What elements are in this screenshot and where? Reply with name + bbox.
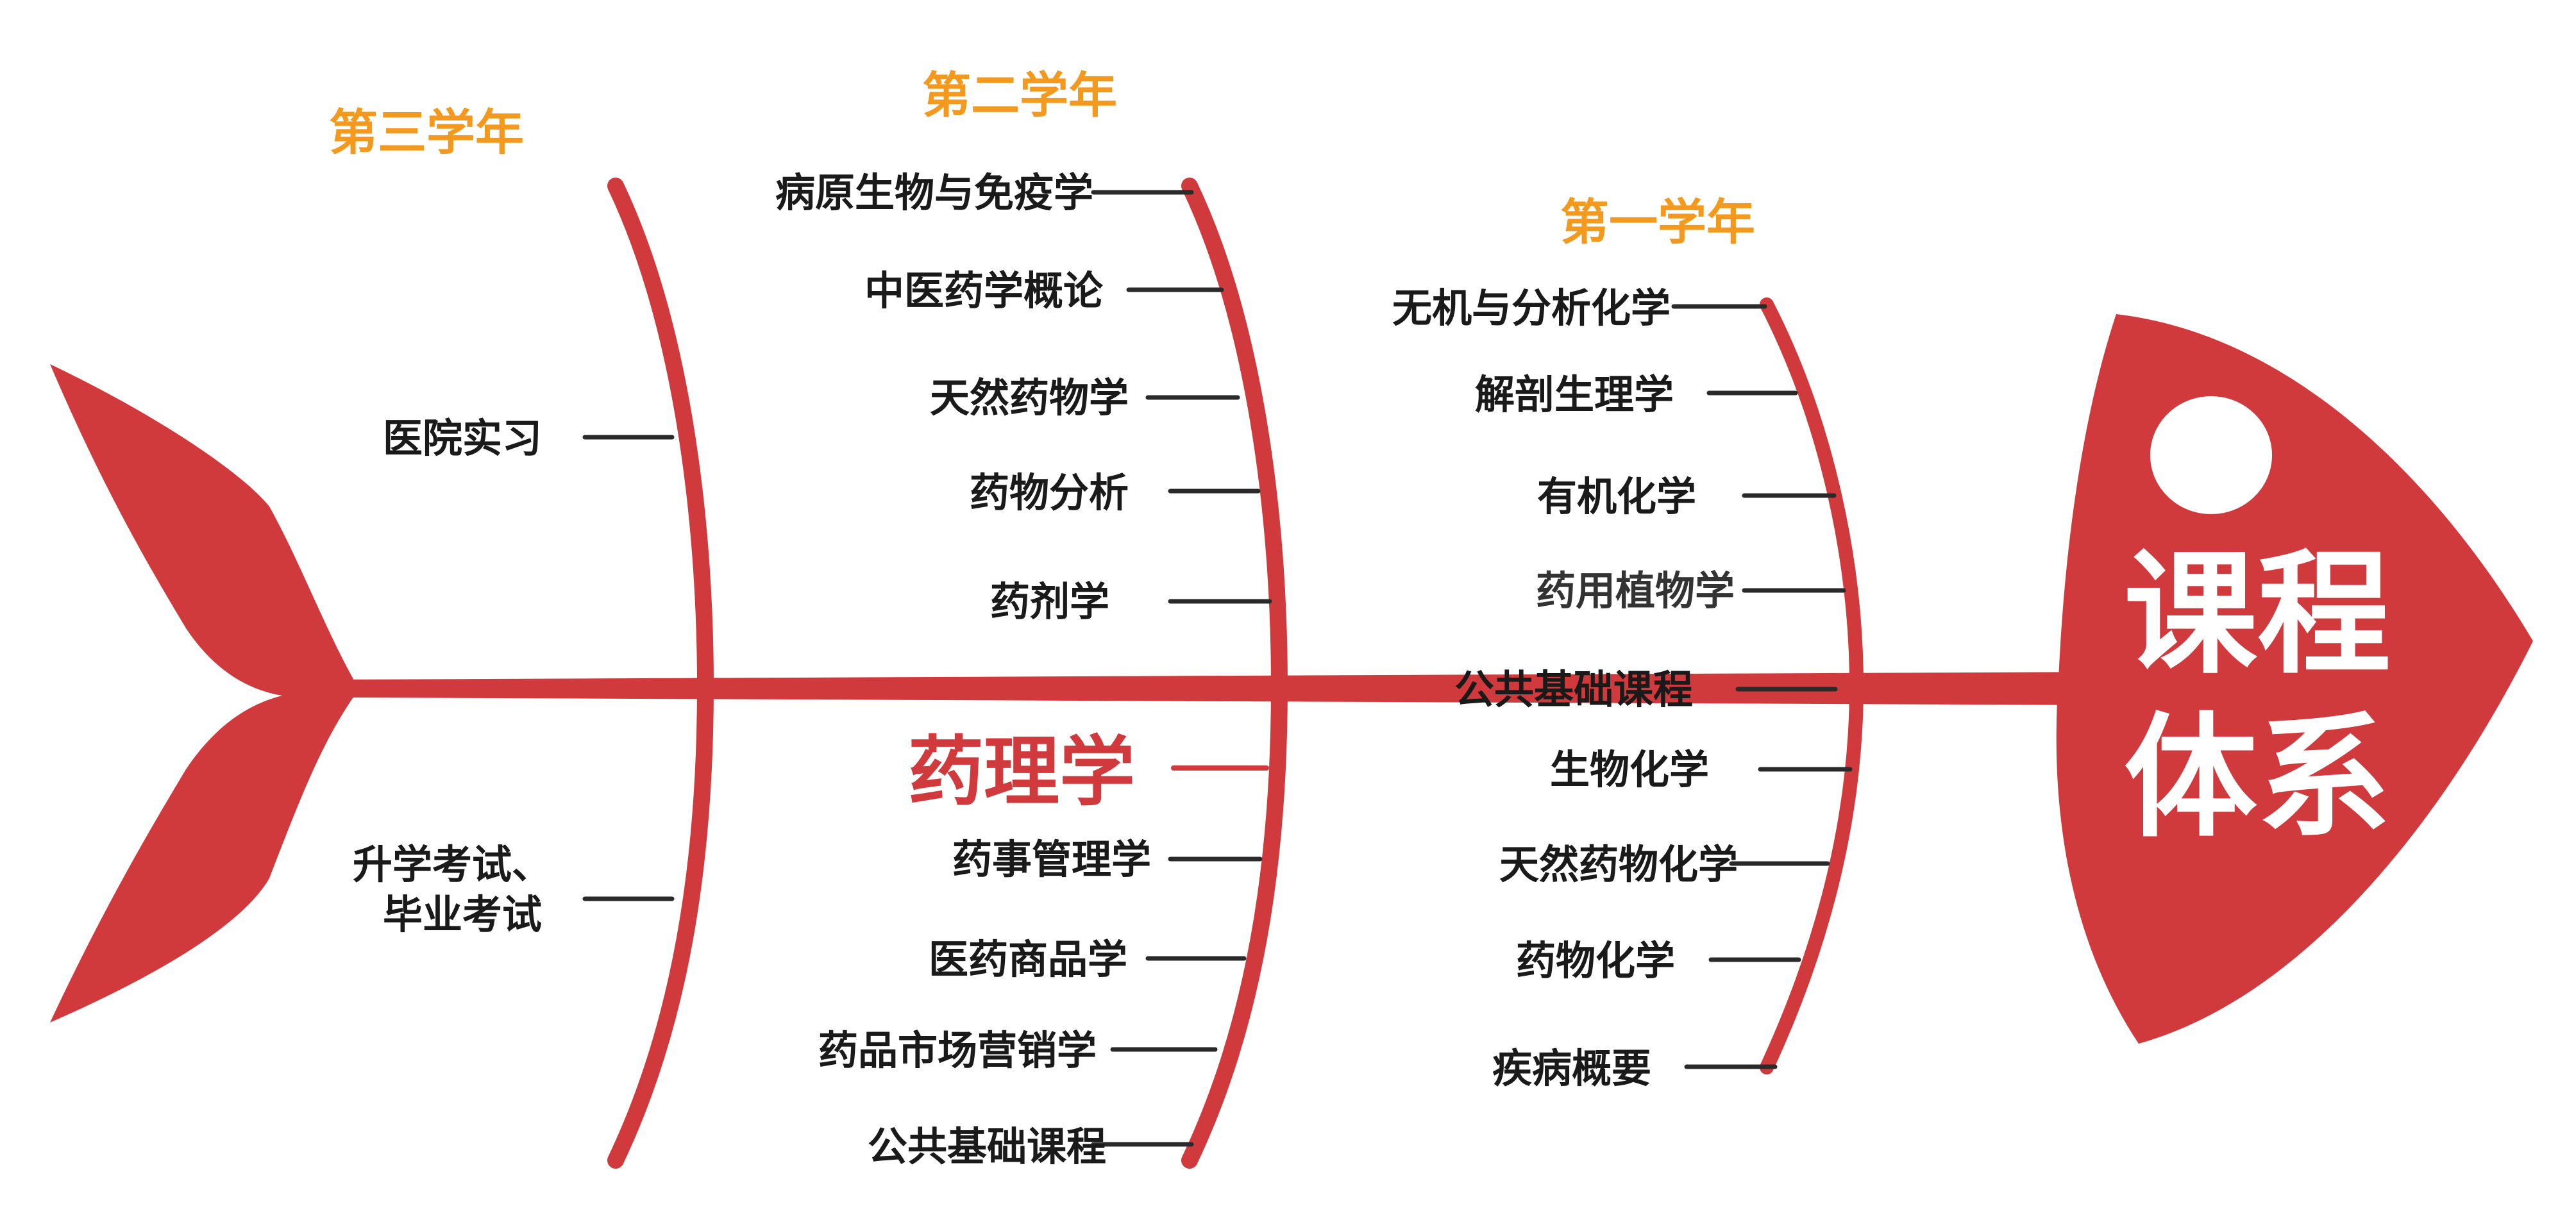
course-label: 天然药物学	[930, 374, 1129, 421]
course-label: 医药商品学	[929, 936, 1127, 983]
course-label: 生物化学	[1550, 746, 1709, 793]
course-label: 升学考试、	[353, 841, 551, 888]
course-label: 疾病概要	[1492, 1045, 1651, 1092]
rib-first-year	[1760, 297, 1864, 1074]
year-title-third: 第三学年	[329, 104, 524, 161]
course-label: 病原生物与免疫学	[775, 169, 1093, 216]
fish-spine	[346, 672, 2116, 705]
course-label: 药剂学	[990, 578, 1109, 625]
course-label: 医院实习	[383, 415, 542, 462]
course-label: 药用植物学	[1536, 567, 1735, 614]
year-title-first: 第一学年	[1560, 194, 1755, 251]
course-label: 公共基础课程	[868, 1123, 1106, 1170]
year-title-second: 第二学年	[922, 67, 1117, 124]
fish-eye	[2150, 396, 2272, 514]
rib-second-year	[1181, 178, 1288, 1169]
course-label: 毕业考试	[383, 891, 542, 938]
fish-tail	[50, 364, 359, 1023]
course-label: 药事管理学	[952, 836, 1151, 883]
course-label: 中医药学概论	[864, 267, 1104, 314]
highlight-course-label: 药理学	[908, 728, 1135, 816]
course-label: 有机化学	[1537, 473, 1696, 520]
course-label: 无机与分析化学	[1392, 285, 1671, 331]
course-label: 公共基础课程	[1454, 666, 1693, 713]
course-label: 天然药物化学	[1499, 841, 1738, 888]
course-label: 药品市场营销学	[818, 1027, 1097, 1074]
head-title-line2: 体系	[2124, 701, 2391, 856]
rib-third-year	[607, 178, 714, 1169]
course-label: 药物化学	[1516, 937, 1675, 984]
course-label: 解剖生理学	[1475, 371, 1674, 418]
head-title-line1: 课程	[2124, 537, 2391, 692]
course-label: 药物分析	[970, 469, 1129, 516]
